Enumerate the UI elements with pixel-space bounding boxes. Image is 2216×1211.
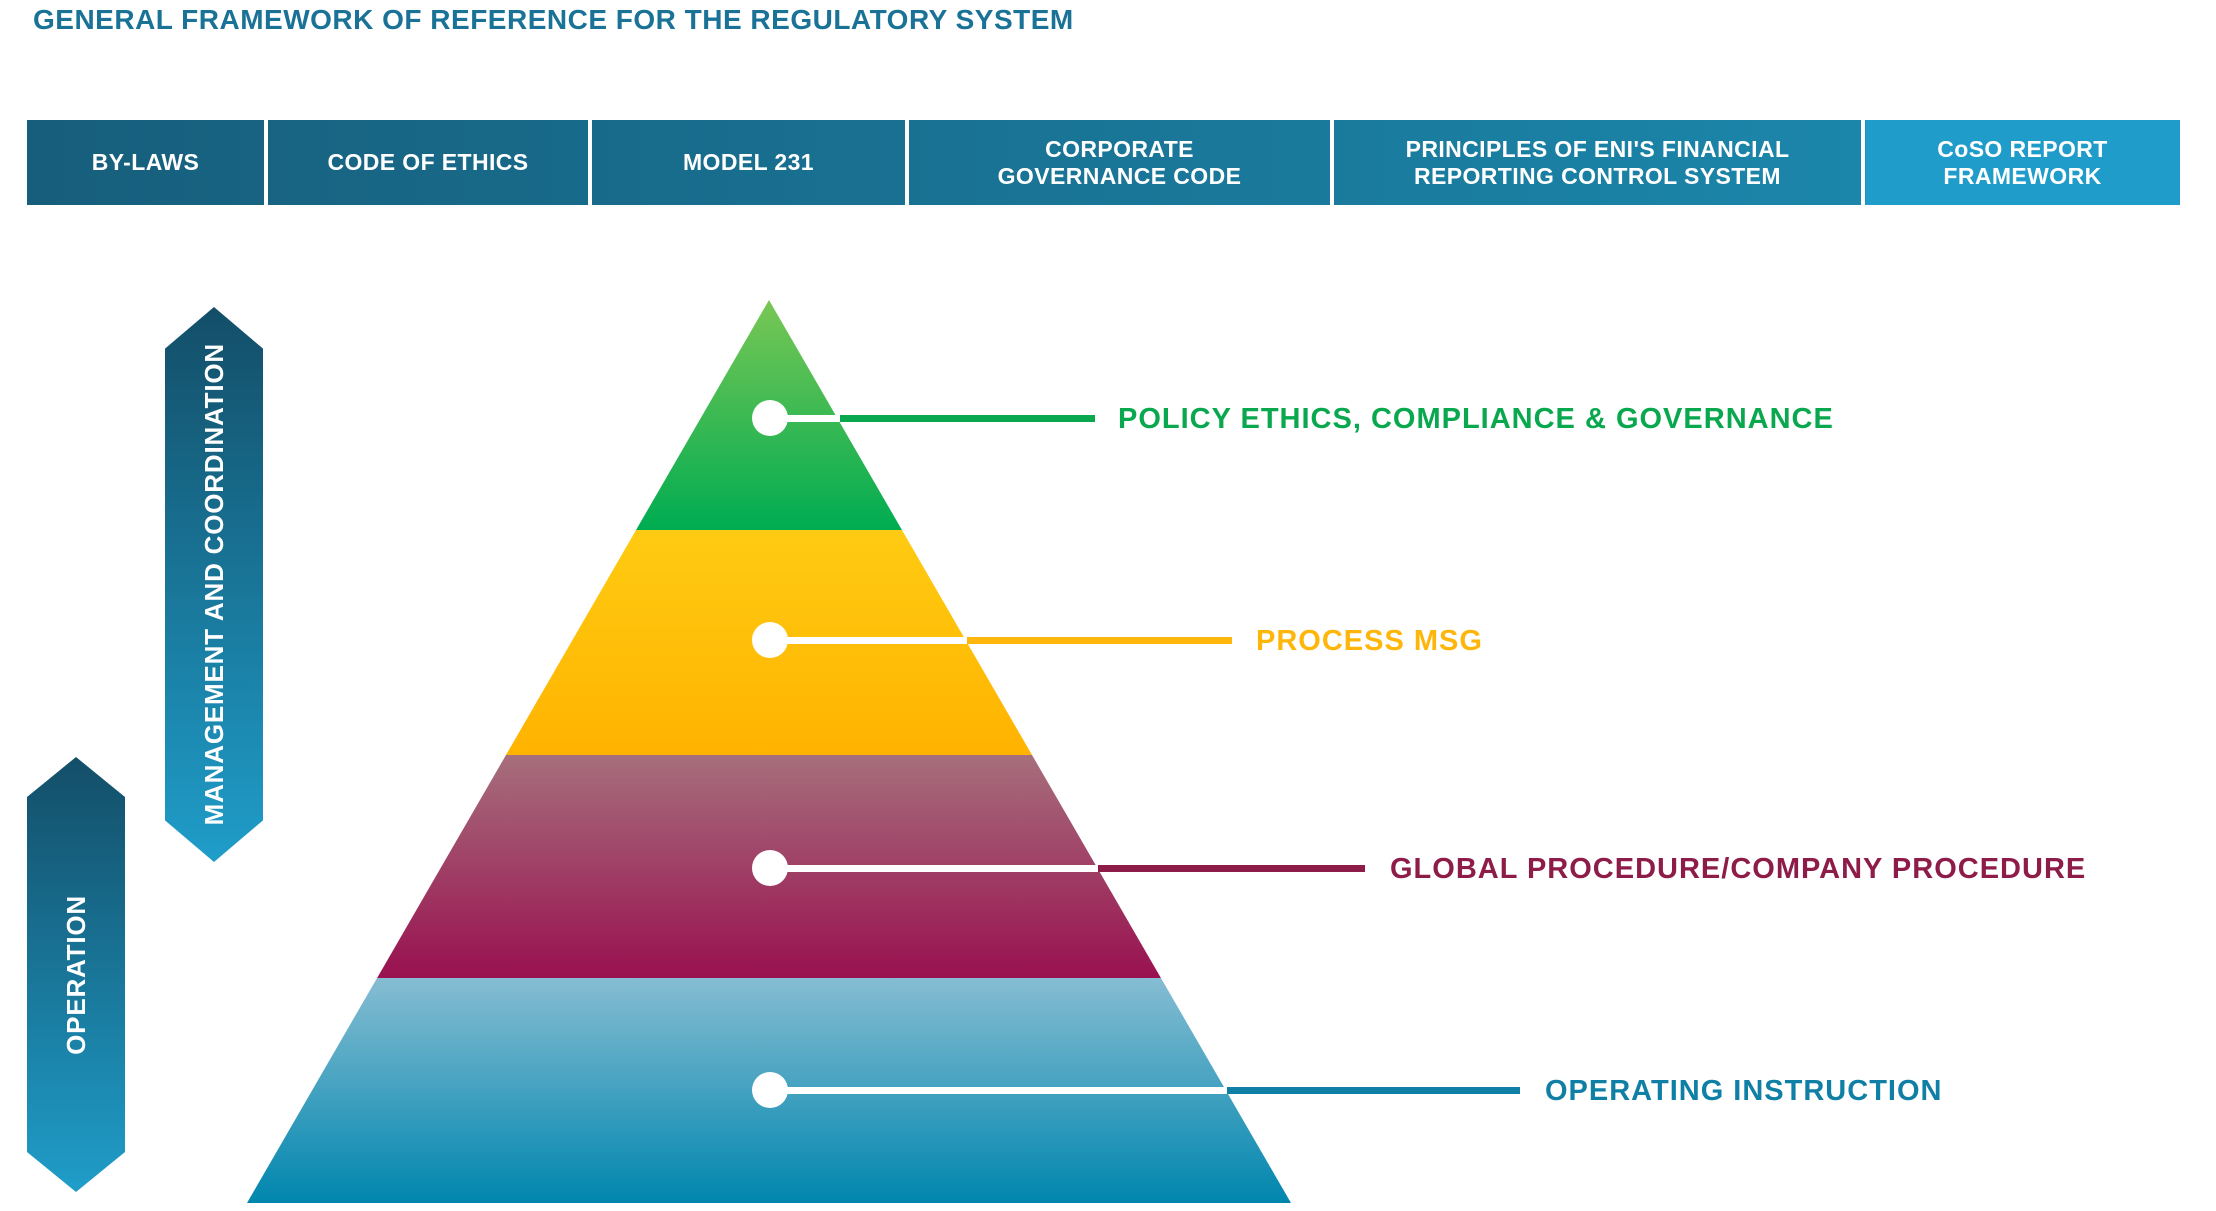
strip-segment-label: PRINCIPLES OF ENI'S FINANCIAL REPORTING … xyxy=(1405,136,1790,189)
level-label-policy: POLICY ETHICS, COMPLIANCE & GOVERNANCE xyxy=(1118,403,1834,435)
connector-dot xyxy=(752,1072,788,1108)
connector-line-inner xyxy=(770,1087,1227,1094)
strip-segment-coso-report-framework: CoSO REPORT FRAMEWORK xyxy=(1865,120,2180,205)
connector-line-inner xyxy=(770,865,1098,872)
strip-segment-label: BY-LAWS xyxy=(91,149,200,176)
strip-segment-code-of-ethics: CODE OF ETHICS xyxy=(268,120,592,205)
strip-segment-corporate-governance-code: CORPORATE GOVERNANCE CODE xyxy=(909,120,1334,205)
strip-segment-label: MODEL 231 xyxy=(683,149,814,176)
connector-line xyxy=(770,637,1232,644)
level-label-global-procedure: GLOBAL PROCEDURE/COMPANY PROCEDURE xyxy=(1390,853,2087,885)
strip-segment-principles-financial-reporting: PRINCIPLES OF ENI'S FINANCIAL REPORTING … xyxy=(1334,120,1865,205)
strip-segment-label: CoSO REPORT FRAMEWORK xyxy=(1937,136,2108,189)
level-label-process-msg: PROCESS MSG xyxy=(1256,625,1483,657)
reference-strip: BY-LAWS CODE OF ETHICS MODEL 231 CORPORA… xyxy=(27,120,2180,205)
strip-segment-label: CORPORATE GOVERNANCE CODE xyxy=(997,136,1242,189)
level-label-operating-instruction: OPERATING INSTRUCTION xyxy=(1545,1075,1943,1107)
arrow-operation: OPERATION xyxy=(27,757,125,1192)
connector-dot xyxy=(752,400,788,436)
strip-segment-label: CODE OF ETHICS xyxy=(327,149,529,176)
page-title: GENERAL FRAMEWORK OF REFERENCE FOR THE R… xyxy=(33,4,1074,35)
arrow-management-and-coordination: MANAGEMENT AND COORDINATION xyxy=(165,307,263,862)
strip-segment-model-231: MODEL 231 xyxy=(592,120,909,205)
connector-line-inner xyxy=(770,637,967,644)
arrow-label: OPERATION xyxy=(60,894,91,1055)
connector-dot xyxy=(752,850,788,886)
connector-line xyxy=(770,415,1095,422)
connector-line-inner xyxy=(770,415,840,422)
arrow-label: MANAGEMENT AND COORDINATION xyxy=(198,343,229,826)
strip-segment-by-laws: BY-LAWS xyxy=(27,120,268,205)
connector-dot xyxy=(752,622,788,658)
